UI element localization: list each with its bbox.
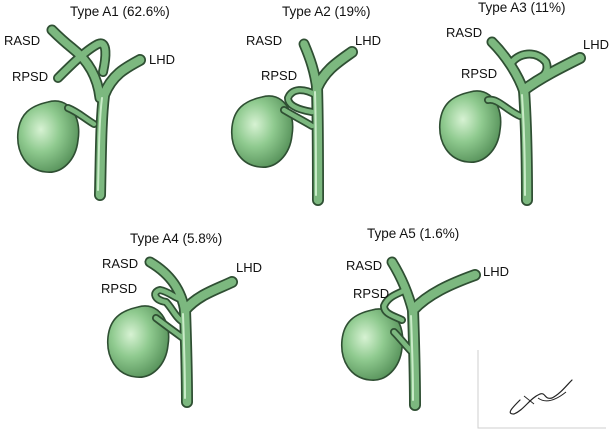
panel-type-a2: Type A2 (19%) RASD RPSD LHD	[230, 4, 381, 206]
panel-type-a5: Type A5 (1.6%) RASD RPSD LHD	[340, 226, 509, 411]
rpsd-label: RPSD	[12, 69, 48, 84]
panel-title: Type A5 (1.6%)	[367, 226, 459, 241]
panel-type-a3: Type A3 (11%) RASD RPSD LHD	[438, 0, 609, 206]
bile-duct-tree	[380, 256, 481, 411]
rpsd-label: RPSD	[101, 281, 137, 296]
panel-title: Type A4 (5.8%)	[130, 231, 222, 246]
bile-duct-tree	[144, 256, 238, 408]
panel-type-a4: Type A4 (5.8%) RASD RPSD LHD	[101, 231, 262, 408]
panel-title: Type A3 (11%)	[478, 0, 566, 15]
lhd-label: LHD	[355, 33, 381, 48]
bile-duct-tree	[280, 38, 358, 206]
bile-duct-tree	[484, 36, 586, 206]
lhd-label: LHD	[583, 37, 609, 52]
rpsd-label: RPSD	[353, 286, 389, 301]
lhd-label: LHD	[483, 264, 509, 279]
rasd-label: RASD	[246, 33, 282, 48]
lhd-label: LHD	[236, 260, 262, 275]
artist-signature	[477, 350, 606, 429]
panel-type-a1: Type A1 (62.6%) RASD RPSD LHD	[4, 4, 175, 201]
panel-title: Type A2 (19%)	[282, 4, 371, 19]
rasd-label: RASD	[102, 256, 138, 271]
rpsd-label: RPSD	[461, 66, 497, 81]
rpsd-label: RPSD	[261, 68, 297, 83]
rasd-label: RASD	[446, 25, 482, 40]
panel-title: Type A1 (62.6%)	[70, 4, 170, 19]
rasd-label: RASD	[4, 33, 40, 48]
lhd-label: LHD	[149, 52, 175, 67]
bile-duct-tree	[46, 24, 146, 201]
rasd-label: RASD	[346, 258, 382, 273]
